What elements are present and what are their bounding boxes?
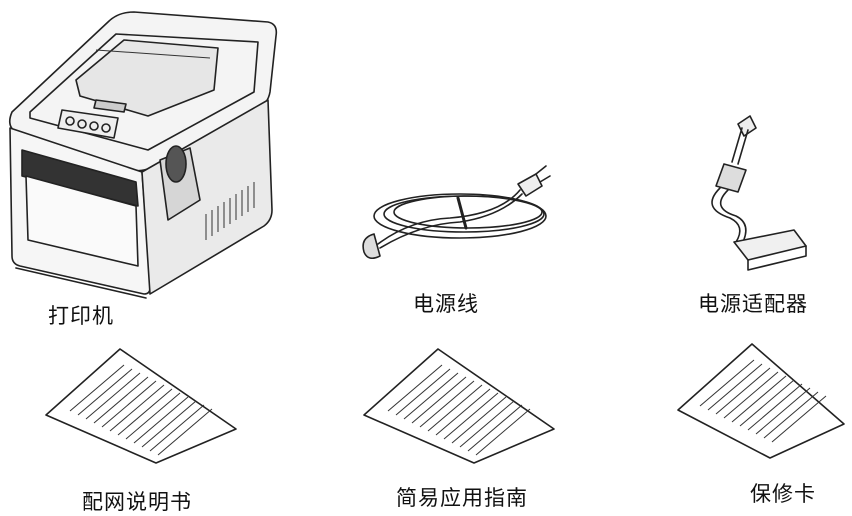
- item-label-power-adapter: 电源适配器: [698, 292, 808, 316]
- document-illustration: [363, 348, 555, 464]
- printer-illustration: [8, 11, 278, 299]
- item-label-power-cord: 电源线: [413, 292, 479, 316]
- document-illustration: [45, 348, 237, 464]
- item-label-warranty-card: 保修卡: [750, 482, 816, 506]
- item-label-printer: 打印机: [48, 304, 114, 328]
- item-label-network-manual: 配网说明书: [82, 490, 192, 514]
- power-cord-illustration: [362, 165, 551, 260]
- power-adapter-illustration: [711, 115, 807, 271]
- item-label-quick-guide: 简易应用指南: [396, 486, 528, 510]
- document-illustration: [677, 343, 845, 459]
